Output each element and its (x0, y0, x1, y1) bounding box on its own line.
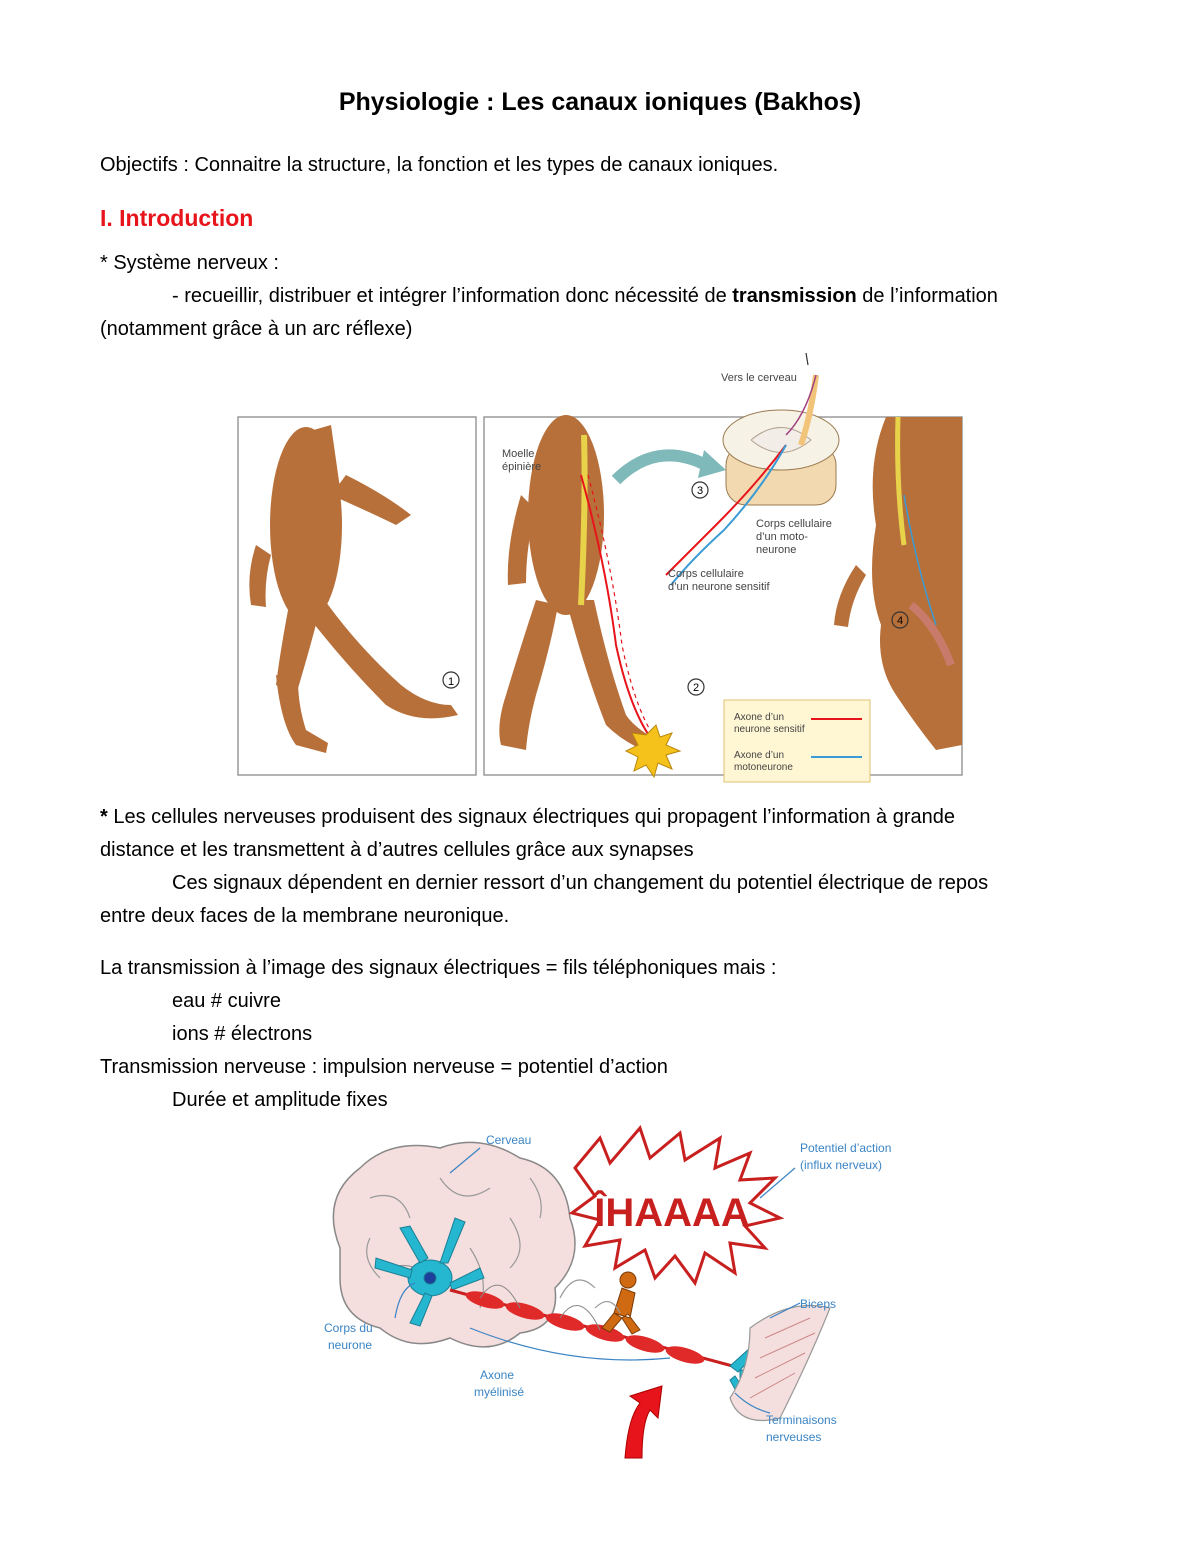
legend-sensory-1: Axone d’un (734, 712, 784, 723)
muscle-4 (908, 601, 955, 667)
leader-cerveau (449, 1147, 481, 1174)
leader-axone (469, 1327, 671, 1361)
myelinated-axon (449, 1284, 741, 1370)
walking-figure-1 (249, 425, 458, 753)
motor-path-4 (903, 494, 937, 626)
legend-box (723, 699, 871, 783)
step-marker-4 (891, 611, 909, 629)
sensory-path-dashed (587, 474, 662, 748)
paragraph-line: La transmission à l’image des signaux él… (100, 957, 777, 979)
zoom-arrow-head (698, 450, 726, 478)
leader-biceps (769, 1302, 801, 1319)
paragraph-line: (notamment grâce à un arc réflexe) (100, 318, 413, 340)
label-corps-moto-3: neurone (756, 544, 796, 556)
label-corps-sens-1: Corps cellulaire (668, 568, 744, 580)
paragraph-line: Durée et amplitude fixes (172, 1089, 388, 1111)
label-axone-1: Axone (480, 1368, 514, 1382)
shout-text: ÎHAAAA (592, 1189, 750, 1235)
paragraph-line: ions # électrons (172, 1023, 313, 1045)
reflex-arc-figure: 1 Vers le cerveau Moelle épinière (237, 352, 963, 783)
text-span: de l’information (856, 285, 998, 307)
shout-bubble (568, 1125, 785, 1287)
runner-figure (601, 1271, 641, 1335)
step-number-2: 2 (693, 682, 699, 694)
objectives-line: Objectifs : Connaitre la structure, la f… (100, 154, 779, 176)
bullet-systeme-nerveux: * Système nerveux : (100, 252, 279, 274)
section-heading-introduction: I. Introduction (100, 205, 254, 231)
walking-figure-4 (834, 417, 962, 750)
paragraph-line: entre deux faces de la membrane neuroniq… (100, 905, 510, 927)
label-terminaisons-2: nerveuses (766, 1430, 821, 1444)
bullet-star: * (100, 806, 108, 828)
label-terminaisons-1: Terminaisons (766, 1413, 837, 1427)
sensory-path (580, 474, 657, 746)
paragraph-line: - recueillir, distribuer et intégrer l’i… (172, 283, 998, 309)
leader-terminaisons (734, 1392, 771, 1414)
label-biceps: Biceps (800, 1297, 836, 1311)
text-span: Les cellules nerveuses produisent des si… (107, 806, 955, 828)
label-potentiel-2: (influx nerveux) (800, 1158, 882, 1172)
spinal-cord-line-4 (895, 416, 907, 546)
leader-potentiel (759, 1167, 796, 1199)
paragraph-line: eau # cuivre (172, 990, 281, 1012)
legend-sensory-2: neurone sensitif (734, 724, 805, 735)
label-corps-sens-2: d’un neurone sensitif (668, 581, 770, 593)
stimulus-star (624, 724, 682, 779)
motion-lines (559, 1279, 621, 1314)
step-number-1: 1 (448, 676, 454, 688)
step-number-4: 4 (897, 615, 903, 627)
action-potential-figure: ÎHAAAA Cerveau Potentiel d’action (influ… (324, 1125, 891, 1459)
step-number-3: 3 (697, 485, 703, 497)
spinal-cord-cross-section (665, 352, 840, 586)
leader-corps (394, 1282, 416, 1319)
label-moelle: Moelle (502, 448, 534, 460)
label-epiniere: épinière (502, 461, 541, 473)
page-title: Physiologie : Les canaux ioniques (Bakho… (338, 88, 862, 116)
spinal-cord-line (578, 434, 588, 606)
label-axone-2: myélinisé (474, 1385, 524, 1399)
panel-1-frame (237, 416, 477, 776)
label-cerveau: Cerveau (486, 1133, 531, 1147)
label-corps-moto-1: Corps cellulaire (756, 518, 832, 530)
step-marker-3 (691, 481, 709, 499)
legend-motor-1: Axone d’un (734, 750, 784, 761)
paragraph-line: Transmission nerveuse : impulsion nerveu… (100, 1056, 668, 1078)
label-corps-1: Corps du (324, 1321, 373, 1335)
label-corps-moto-2: d’un moto- (756, 531, 808, 543)
muscle-fibers (749, 1317, 816, 1399)
bold-term-transmission: transmission (732, 285, 857, 307)
zoom-arrow (611, 449, 709, 485)
paragraph-line: Ces signaux dépendent en dernier ressort… (172, 872, 989, 894)
red-up-arrow (624, 1385, 663, 1459)
text-span: - recueillir, distribuer et intégrer l’i… (172, 285, 733, 307)
step-marker-1 (442, 671, 460, 689)
paragraph-line: * Les cellules nerveuses produisent des … (100, 804, 955, 830)
paragraph-line: distance et les transmettent à d’autres … (100, 839, 694, 861)
step-marker-2 (687, 678, 705, 696)
label-corps-2: neurone (328, 1338, 372, 1352)
label-vers-cerveau: Vers le cerveau (721, 372, 797, 384)
biceps-muscle (729, 1305, 831, 1422)
neuron-cell-body (374, 1217, 485, 1327)
label-potentiel-1: Potentiel d’action (800, 1141, 891, 1155)
legend-motor-2: motoneurone (734, 762, 793, 773)
